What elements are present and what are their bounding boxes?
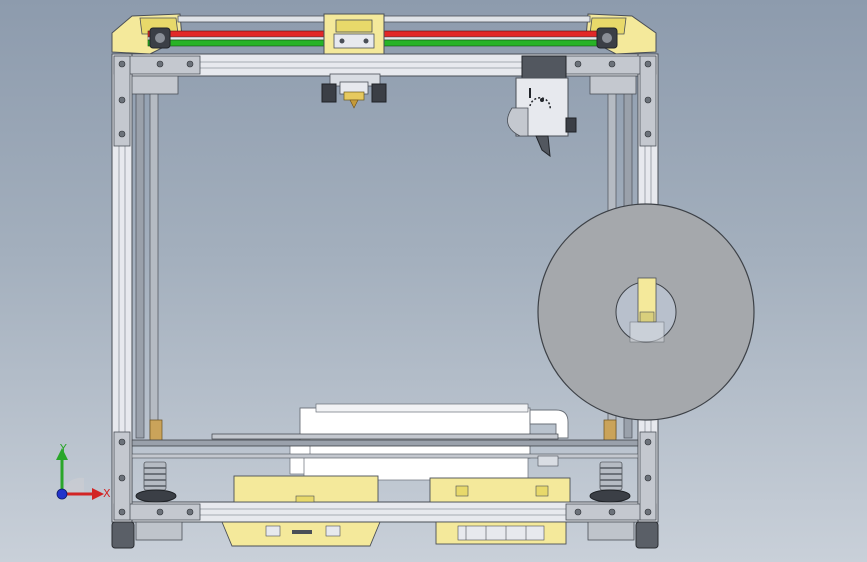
bottom-brackets [221, 475, 571, 547]
y-axis-label: Y [60, 442, 67, 455]
foot-right [635, 521, 659, 549]
extruder-assembly [507, 55, 577, 158]
coordinate-triad [56, 448, 104, 500]
z-axis-origin [56, 488, 68, 500]
x-axis-label: X [103, 487, 111, 500]
foot-left [111, 521, 135, 549]
bed-plate [131, 439, 639, 447]
y-motor-bracket-right [429, 477, 571, 503]
top-gantry [111, 13, 657, 55]
hotend-assembly [321, 73, 387, 109]
filament-spool [537, 203, 755, 421]
heated-bed-assembly [131, 403, 639, 503]
